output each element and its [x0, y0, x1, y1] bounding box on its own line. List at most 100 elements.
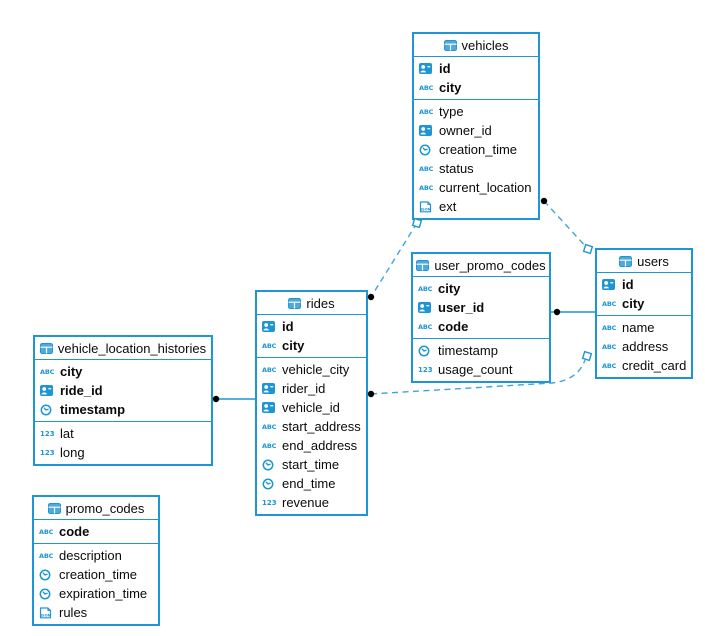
number-123-icon: 123 — [40, 429, 55, 438]
abc-text-icon: ABC — [418, 322, 433, 331]
field-user_promo_codes-user_id[interactable]: user_id — [413, 298, 549, 317]
field-promo_codes-expiration_time[interactable]: expiration_time — [34, 584, 158, 603]
clock-icon — [39, 569, 55, 581]
table-header-vehicle_location_histories[interactable]: vehicle_location_histories — [35, 337, 211, 360]
abc-text-icon: ABC — [262, 341, 277, 350]
field-label: credit_card — [622, 358, 687, 373]
field-label: end_time — [282, 476, 336, 491]
field-vehicles-creation_time[interactable]: creation_time — [414, 140, 538, 159]
field-user_promo_codes-city[interactable]: ABC city — [413, 279, 549, 298]
abc-text-icon: ABC — [418, 284, 433, 293]
abc-text-icon: ABC — [419, 107, 434, 116]
field-rides-start_time[interactable]: start_time — [257, 455, 366, 474]
abc-text-icon: ABC — [602, 299, 617, 308]
connector-dot-marker — [212, 395, 220, 403]
clock-icon — [39, 588, 55, 600]
field-rides-end_time[interactable]: end_time — [257, 474, 366, 493]
field-rides-rider_id[interactable]: rider_id — [257, 379, 366, 398]
clock-icon — [418, 345, 434, 357]
field-vehicle_location_histories-timestamp[interactable]: timestamp — [35, 400, 211, 419]
field-label: city — [60, 364, 83, 379]
abc-text-icon: ABC — [419, 164, 434, 173]
field-users-credit_card[interactable]: ABC credit_card — [597, 356, 691, 375]
connector-square-marker — [581, 350, 593, 362]
field-label: creation_time — [439, 142, 518, 157]
table-header-vehicles[interactable]: vehicles — [414, 34, 538, 57]
table-header-promo_codes[interactable]: promo_codes — [34, 497, 158, 520]
field-vehicles-id[interactable]: id — [414, 59, 538, 78]
table-header-rides[interactable]: rides — [257, 292, 366, 315]
field-label: owner_id — [439, 123, 492, 138]
person-id-icon — [602, 279, 618, 290]
person-id-icon — [262, 402, 278, 413]
abc-text-icon: ABC — [602, 361, 617, 370]
person-id-icon — [262, 383, 278, 394]
abc-text-icon: ABC — [262, 365, 277, 374]
field-rides-id[interactable]: id — [257, 317, 366, 336]
abc-text-icon: ABC — [419, 183, 434, 192]
field-label: city — [438, 281, 461, 296]
field-vehicle_location_histories-ride_id[interactable]: ride_id — [35, 381, 211, 400]
field-label: id — [439, 61, 451, 76]
abc-text-icon: ABC — [39, 551, 54, 560]
abc-text-icon: ABC — [602, 323, 617, 332]
field-label: current_location — [439, 180, 532, 195]
field-vehicles-owner_id[interactable]: owner_id — [414, 121, 538, 140]
table-header-user_promo_codes[interactable]: user_promo_codes — [413, 254, 549, 277]
field-promo_codes-creation_time[interactable]: creation_time — [34, 565, 158, 584]
field-label: code — [59, 524, 90, 539]
field-label: timestamp — [60, 402, 126, 417]
field-label: creation_time — [59, 567, 138, 582]
svg-text:JSON: JSON — [420, 207, 431, 211]
field-label: long — [60, 445, 85, 460]
table-icon — [47, 502, 61, 514]
field-users-id[interactable]: id — [597, 275, 691, 294]
field-rides-vehicle_id[interactable]: vehicle_id — [257, 398, 366, 417]
table-title: user_promo_codes — [434, 257, 546, 273]
table-header-users[interactable]: users — [597, 250, 691, 273]
table-title: users — [637, 253, 669, 269]
json-icon: JSON — [419, 200, 435, 213]
field-label: revenue — [282, 495, 329, 510]
connector-vehicles-users[interactable] — [543, 200, 589, 250]
clock-icon — [262, 478, 278, 490]
field-vehicles-current_location[interactable]: ABC current_location — [414, 178, 538, 197]
table-icon — [288, 297, 302, 309]
field-user_promo_codes-timestamp[interactable]: timestamp — [413, 341, 549, 360]
field-label: ride_id — [60, 383, 103, 398]
